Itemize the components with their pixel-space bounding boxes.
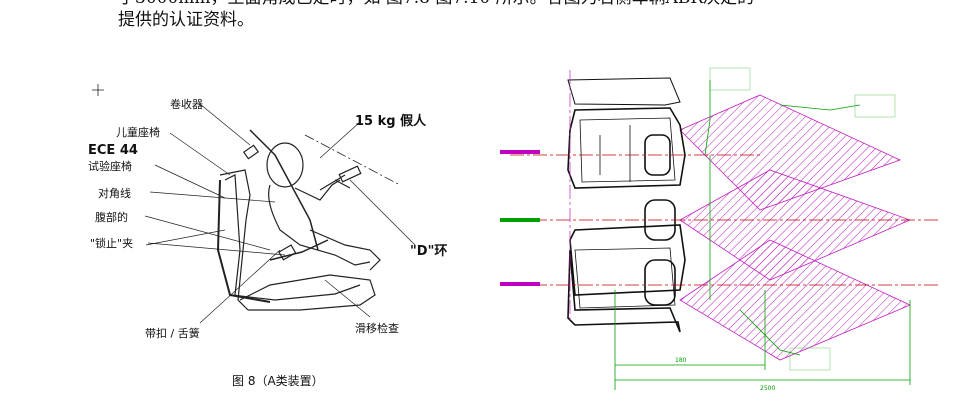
figure-caption: 图 8（A类装置） [232,374,324,388]
cad-projection-figure: 180 2500 [480,60,950,405]
marker-labels [500,150,540,286]
text-line-1: 于3000mm，坐面角成已定时，如 图7.8 图7.10 所示。各图为右侧车辆A… [118,0,754,8]
label-buckle: 带扣 / 舌簧 [145,327,200,340]
cad-drawing: 180 2500 [500,67,940,392]
lap-belt [269,239,329,261]
dimension-lines [614,80,911,390]
label-test-seat: 试验座椅 [88,160,132,173]
child-seat-drawing [92,84,416,324]
dim-label-2500: 2500 [760,385,775,392]
cad-annotations [709,67,896,371]
label-lock-clip: "锁止"夹 [90,237,134,250]
seat-back-outline [219,169,251,311]
crosshair-mark [92,84,104,96]
child-seat-figure: 卷收器 儿童座椅 ECE 44 试验座椅 对角线 腹部的 "锁止"夹 15 kg… [70,80,470,410]
label-retractor: 卷收器 [170,98,203,111]
text-line-2: 提供的认证资料。 [118,10,254,30]
center-lines [510,70,940,320]
label-slip-check: 滑移检查 [355,322,399,335]
label-ece44: ECE 44 [88,143,138,158]
label-d-ring: "D"环 [410,244,448,259]
diagonal-belt [249,129,319,251]
dim-label-180: 180 [675,357,687,364]
label-dummy: 15 kg 假人 [355,114,427,129]
label-diagonal: 对角线 [98,187,131,200]
label-lap: 腹部的 [95,211,128,224]
seat-cushion-outline [239,274,376,311]
vehicle-seats [567,77,686,333]
projection-planes [679,94,912,361]
label-child-seat: 儿童座椅 [116,126,160,139]
